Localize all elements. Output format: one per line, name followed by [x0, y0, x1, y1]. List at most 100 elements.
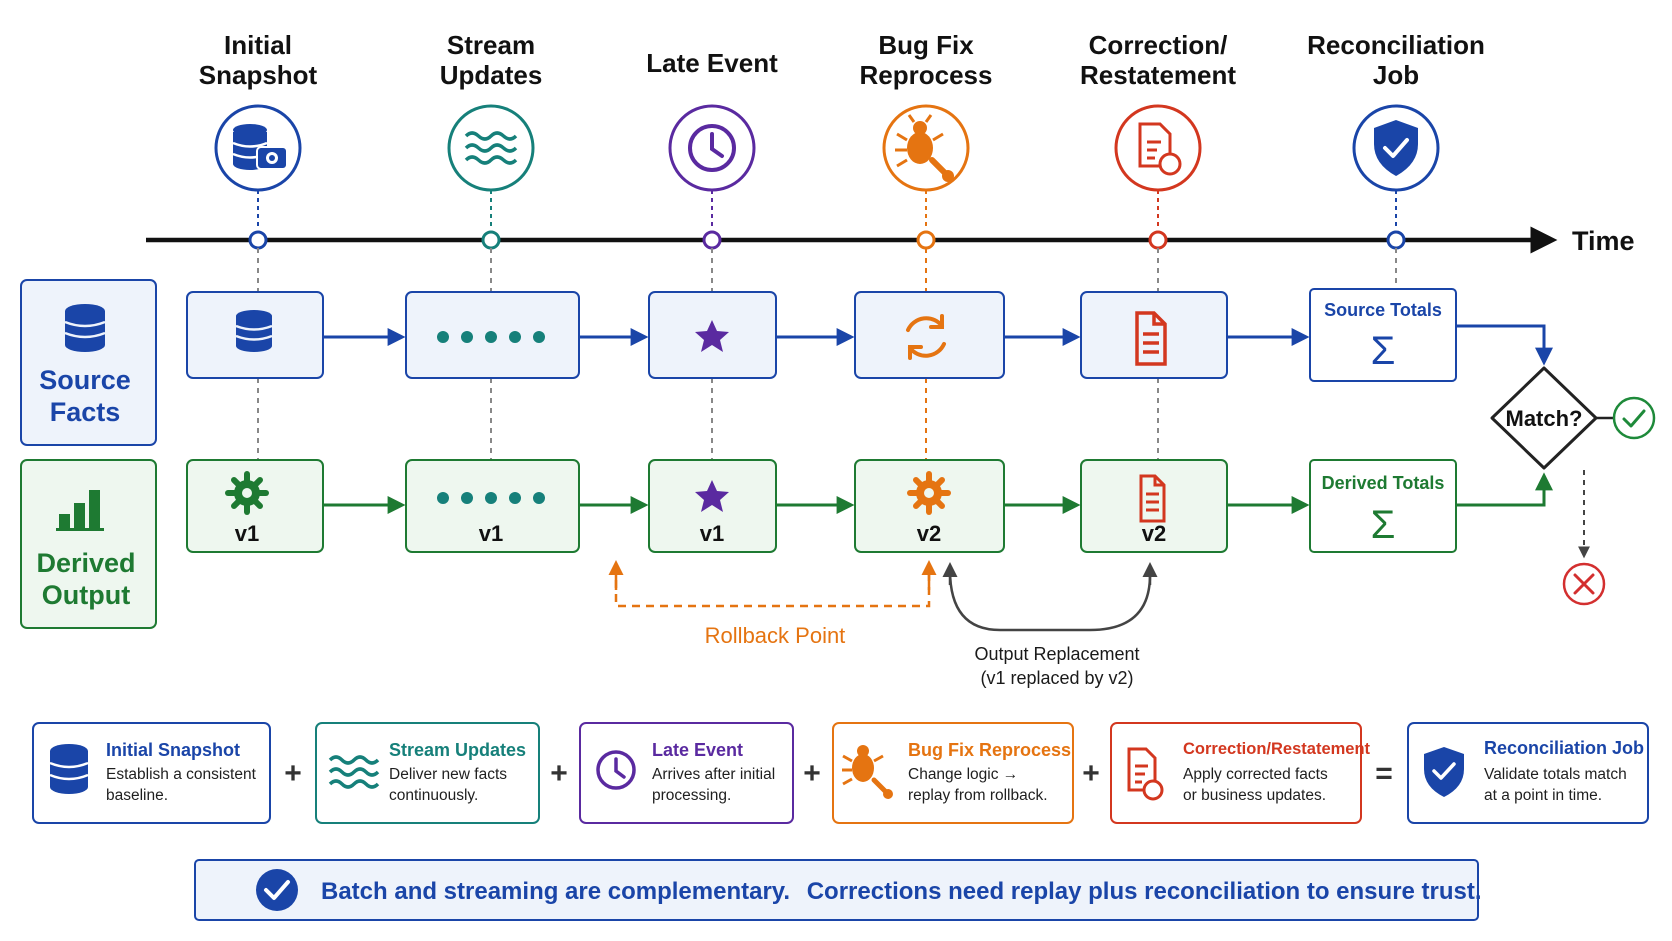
svg-text:Facts: Facts: [50, 397, 121, 427]
star-icon: [695, 320, 729, 352]
svg-text:v2: v2: [917, 521, 941, 546]
row-label-derived-1: Derived: [36, 548, 135, 578]
svg-text:Derived Totals: Derived Totals: [1322, 473, 1445, 493]
stage-title-initial-snapshot-1: Initial: [224, 30, 292, 60]
timeline: Time: [146, 226, 1635, 256]
legend-desc-5a: Apply corrected facts: [1183, 766, 1328, 783]
stage-title-late-event: Late Event: [646, 48, 778, 78]
replacement-label-2: (v1 replaced by v2): [980, 668, 1133, 688]
svg-text:Late Event: Late Event: [646, 48, 778, 78]
legend-desc-5b: or business updates.: [1183, 787, 1326, 804]
svg-text:Output: Output: [42, 580, 130, 610]
svg-text:or business updates.: or business updates.: [1183, 787, 1326, 804]
gear-icon: [225, 471, 269, 515]
svg-text:Restatement: Restatement: [1080, 60, 1236, 90]
svg-text:Reprocess: Reprocess: [860, 60, 993, 90]
version-label-5: v2: [1142, 521, 1166, 546]
database-camera-icon: [214, 104, 302, 192]
svg-text:+: +: [1082, 757, 1100, 790]
row-label-source-1: Source: [39, 365, 131, 395]
legend-item-late-event: Late Event Arrives after initial process…: [579, 722, 794, 824]
derived-totals-label: Derived Totals: [1322, 473, 1445, 493]
svg-text:Updates: Updates: [440, 60, 543, 90]
legend-desc-6b: at a point in time.: [1484, 787, 1602, 804]
legend-desc-2b: continuously.: [389, 787, 478, 804]
waves-icon: [328, 755, 380, 789]
clock-icon: [596, 750, 636, 790]
legend-operator-3: +: [803, 757, 821, 790]
svg-text:Reconciliation: Reconciliation: [1307, 30, 1485, 60]
legend-desc-4b: replay from rollback.: [908, 787, 1048, 804]
row-label-derived: Derived Output: [20, 459, 157, 629]
legend-operator-1: +: [284, 757, 302, 790]
match-label: Match?: [1506, 406, 1583, 431]
sigma-icon: Σ: [1371, 503, 1396, 547]
svg-text:replay from rollback.: replay from rollback.: [908, 787, 1048, 804]
svg-text:Establish a consistent: Establish a consistent: [106, 766, 257, 783]
stage-title-correction-1: Correction/: [1089, 30, 1228, 60]
document-icon: [1135, 311, 1167, 366]
legend-item-reconciliation: Reconciliation Job Validate totals match…: [1407, 722, 1649, 824]
refresh-icon: [906, 314, 946, 360]
legend-item-stream-updates: Stream Updates Deliver new facts continu…: [315, 722, 540, 824]
banner-text-1: Batch and streaming are complementary.: [321, 878, 790, 905]
x-circle-icon: [1562, 562, 1606, 606]
svg-text:Source: Source: [39, 365, 131, 395]
shield-check-icon: [1352, 104, 1440, 192]
svg-text:=: =: [1375, 757, 1393, 790]
row-label-source: Source Facts: [20, 279, 157, 446]
document-refresh-icon: [1114, 104, 1202, 192]
svg-text:Initial: Initial: [224, 30, 292, 60]
svg-text:v1: v1: [700, 521, 724, 546]
output-replacement: Output Replacement (v1 replaced by v2): [942, 562, 1158, 688]
svg-text:baseline.: baseline.: [106, 787, 168, 804]
legend-operator-5: =: [1375, 757, 1393, 790]
svg-text:Bug Fix Reprocess: Bug Fix Reprocess: [908, 740, 1071, 760]
version-label-3: v1: [700, 521, 724, 546]
svg-text:+: +: [284, 757, 302, 790]
legend-operator-2: +: [550, 757, 568, 790]
legend-title-2: Stream Updates: [389, 740, 526, 760]
stage-title-bug-fix-2: Reprocess: [860, 60, 993, 90]
svg-text:Batch and streaming are comple: Batch and streaming are complementary. C…: [321, 878, 1482, 905]
derived-row: v1 v1 v1 v2 v2 Derived Totals Σ: [186, 459, 1553, 553]
sigma-icon: Σ: [1371, 329, 1396, 373]
legend-desc-6a: Validate totals match: [1484, 766, 1627, 783]
source-totals-label: Source Totals: [1324, 300, 1442, 320]
bug-wrench-icon: [842, 745, 893, 799]
svg-text:v2: v2: [1142, 521, 1166, 546]
legend-operator-4: +: [1082, 757, 1100, 790]
clock-icon: [668, 104, 756, 192]
dots-icon: [437, 492, 545, 504]
legend-desc-4a: Change logic →: [908, 766, 1018, 783]
legend-title-1: Initial Snapshot: [106, 740, 240, 760]
timeline-label: Time: [1572, 226, 1635, 256]
svg-text:v1: v1: [479, 521, 503, 546]
version-label-1: v1: [235, 521, 259, 546]
stage-icons: [214, 104, 1440, 192]
database-icon: [49, 744, 89, 794]
svg-text:Reconciliation Job: Reconciliation Job: [1484, 738, 1644, 758]
legend-title-5: Correction/Restatement: [1183, 740, 1371, 758]
row-label-derived-2: Output: [42, 580, 130, 610]
row-label-source-2: Facts: [50, 397, 121, 427]
bar-chart-icon: [56, 490, 104, 531]
svg-text:Validate totals match: Validate totals match: [1484, 766, 1627, 783]
svg-text:Arrives after initial: Arrives after initial: [652, 766, 775, 783]
legend-item-correction: Correction/Restatement Apply corrected f…: [1110, 722, 1371, 824]
svg-text:Source Totals: Source Totals: [1324, 300, 1442, 320]
stage-title-reconciliation-1: Reconciliation: [1307, 30, 1485, 60]
legend-title-6: Reconciliation Job: [1484, 738, 1644, 758]
document-icon: [1139, 474, 1166, 523]
row-guides: [257, 248, 1397, 460]
svg-text:Σ: Σ: [1371, 503, 1396, 547]
legend-desc-1b: baseline.: [106, 787, 168, 804]
svg-text:Deliver new facts: Deliver new facts: [389, 766, 507, 783]
legend: Initial Snapshot Establish a consistent …: [32, 722, 1649, 824]
legend-desc-3b: processing.: [652, 787, 731, 804]
svg-text:Match?: Match?: [1506, 406, 1583, 431]
source-totals-card: [1309, 288, 1457, 382]
svg-text:Apply corrected facts: Apply corrected facts: [1183, 766, 1328, 783]
svg-text:Late Event: Late Event: [652, 740, 743, 760]
stage-title-stream-updates-2: Updates: [440, 60, 543, 90]
